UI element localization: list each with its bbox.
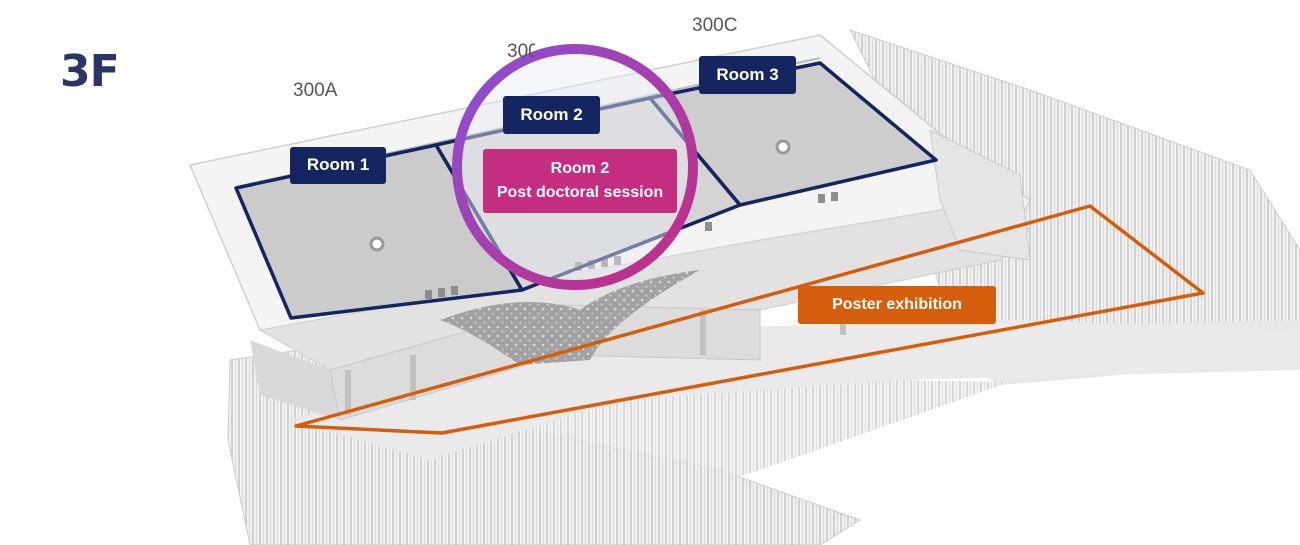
room-1-tag[interactable]: Room 1 (290, 147, 386, 184)
room-1-marker (369, 236, 385, 252)
session-title: Post doctoral session (496, 184, 664, 201)
postdoc-session-tag[interactable]: Room 2 Post doctoral session (483, 149, 677, 213)
room-3-marker (775, 139, 791, 155)
poster-exhibition-tag[interactable]: Poster exhibition (798, 286, 996, 324)
room-code-300b: 300B (507, 41, 535, 62)
session-room-label: Room 2 (550, 160, 610, 177)
room-3-tag[interactable]: Room 3 (699, 56, 796, 94)
room-code-300c: 300C (692, 15, 738, 36)
floor-label: 3F (60, 46, 120, 97)
room-code-300a: 300A (293, 80, 338, 101)
room-2-tag[interactable]: Room 2 (503, 96, 600, 134)
atrium-canopy (440, 270, 700, 365)
poster-exhibition-outline (294, 204, 1205, 435)
highlight-ring (452, 44, 698, 290)
